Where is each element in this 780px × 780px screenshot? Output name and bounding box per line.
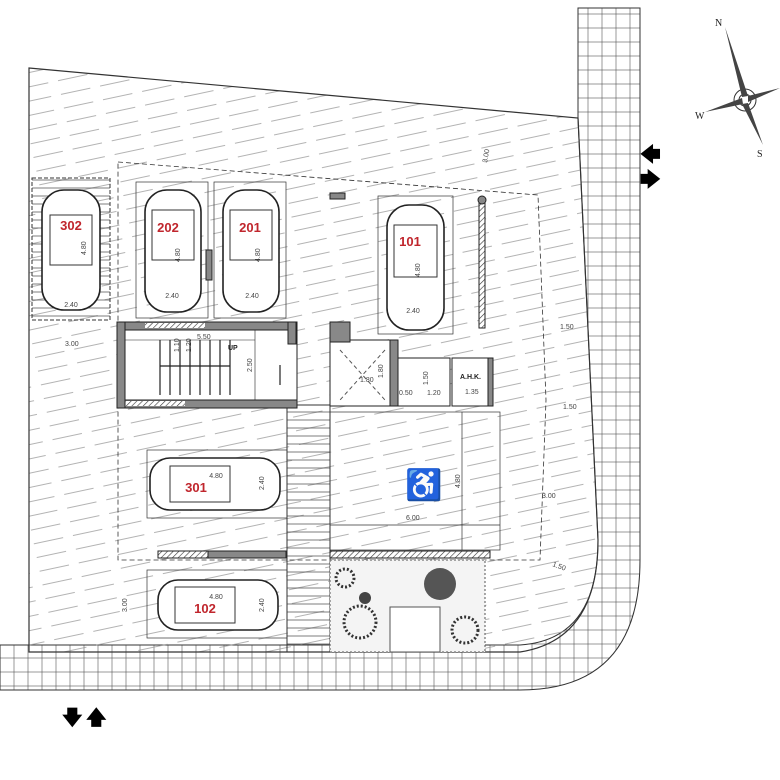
space-label: 302 — [60, 218, 82, 233]
dim-length: 4.80 — [209, 473, 223, 480]
boundary-wall-right — [478, 197, 486, 329]
wall-bottom — [157, 550, 209, 559]
dim-storage-3: 1.20 — [427, 390, 441, 397]
dim-accessible-length: 4.80 — [455, 474, 462, 488]
garden — [329, 559, 486, 653]
dim-stair-2: 1.20 — [186, 338, 193, 352]
storage: 0.50 1.50 1.20 — [397, 357, 451, 407]
car-202: 202 2.40 4.80 — [144, 189, 202, 313]
stair-core: UP 5.50 1.10 1.20 2.50 — [116, 321, 298, 409]
dim-top-setback: 3.00 — [482, 149, 491, 164]
compass-north: N — [715, 18, 722, 29]
dim-length: 4.80 — [255, 248, 262, 262]
space-label: 201 — [239, 220, 261, 235]
arrow-right-icon: 🡆 — [640, 168, 661, 191]
setback-line — [117, 161, 547, 561]
dim-bottom-setback: 3.00 — [122, 598, 129, 612]
dim-width: 2.40 — [165, 293, 179, 300]
arrow-down-icon: 🡇 — [62, 707, 83, 729]
dim-stair-3: 2.50 — [247, 358, 254, 372]
dim-length: 4.80 — [175, 248, 182, 262]
wall-bottom-3 — [329, 550, 491, 559]
space-label: 301 — [185, 480, 207, 495]
bay-102 — [146, 569, 288, 639]
dim-storage-2: 1.50 — [423, 371, 430, 385]
dim-left-setback: 3.00 — [65, 341, 79, 348]
dim-width: 2.40 — [259, 476, 266, 490]
dim-width: 2.40 — [245, 293, 259, 300]
dim-accessible-width: 6.00 — [406, 515, 420, 522]
bay-301 — [146, 449, 288, 519]
column — [205, 249, 213, 281]
wall-bottom-2 — [207, 550, 287, 559]
dim-length: 4.80 — [81, 241, 88, 255]
space-label: 102 — [194, 601, 216, 616]
walkway-ramp — [286, 404, 331, 653]
dim-width: 2.40 — [64, 302, 78, 309]
column — [477, 195, 487, 205]
stair-up-label: UP — [228, 345, 238, 352]
dim-right-2: 1.50 — [563, 404, 577, 411]
ahk-label: A.H.K. — [460, 374, 481, 381]
space-label: 202 — [157, 220, 179, 235]
dim-right-4: 1.50 — [551, 561, 566, 572]
car-301: 301 4.80 2.40 — [149, 457, 281, 511]
ahk-room: A.H.K. 1.35 — [451, 357, 494, 407]
wheelchair-icon: ♿ — [405, 467, 442, 502]
space-label: 101 — [399, 234, 421, 249]
arrow-up-icon: 🡅 — [86, 706, 107, 729]
car-101: 101 2.40 4.80 — [386, 204, 445, 331]
compass-south: S — [757, 149, 763, 160]
dim-stair-length: 5.50 — [197, 334, 211, 341]
bay-101 — [377, 195, 454, 335]
car-302: 302 2.40 4.80 — [41, 189, 101, 311]
dim-length: 4.80 — [209, 594, 223, 601]
wall-top — [329, 192, 346, 200]
dim-length: 4.80 — [415, 263, 422, 277]
bay-201 — [213, 181, 287, 319]
bay-accessible — [329, 411, 501, 551]
dim-elevator-depth: 1.80 — [378, 364, 385, 378]
accessible-space: ♿ 6.00 4.80 — [330, 412, 500, 550]
dim-storage-1: 0.50 — [399, 390, 413, 397]
elevator: 1.80 1.80 — [329, 321, 399, 407]
dim-width: 2.40 — [259, 598, 266, 612]
dim-right-3: 3.00 — [542, 493, 556, 500]
car-102: 102 4.80 2.40 — [157, 579, 279, 631]
dim-width: 2.40 — [406, 308, 420, 315]
dim-elevator-width: 1.80 — [360, 377, 374, 384]
compass-west: W — [695, 111, 705, 122]
dim-ahk: 1.35 — [465, 389, 479, 396]
car-201: 201 2.40 4.80 — [222, 189, 280, 313]
dim-right-1: 1.50 — [560, 324, 574, 331]
dim-stair-1: 1.10 — [174, 338, 181, 352]
compass-rose: N S W — [695, 18, 780, 160]
arrow-left-icon: 🡄 — [640, 143, 661, 166]
